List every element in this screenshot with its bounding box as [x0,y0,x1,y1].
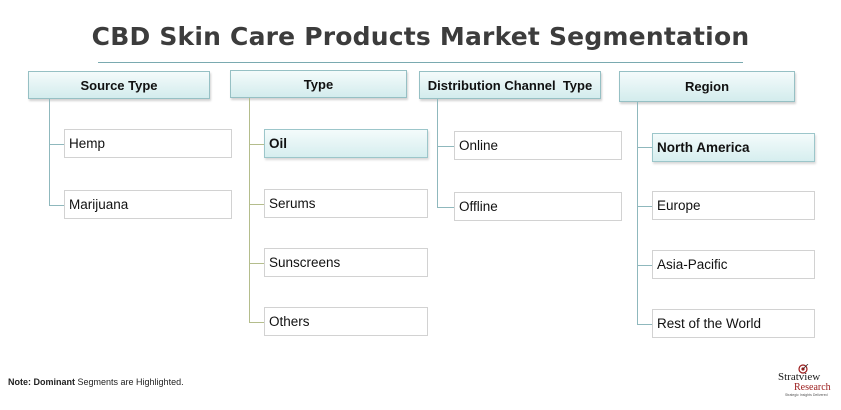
segment-others: Others [264,307,428,336]
segment-oil: Oil [264,129,428,158]
stratview-logo: Stratview Research Strategic Insights De… [778,364,838,404]
segment-offline: Offline [454,192,622,221]
header-distribution-channel-type: Distribution Channel Type [419,71,601,99]
header-source-type: Source Type [28,71,210,99]
branch-hemp [49,144,65,145]
branch-oil [249,144,265,145]
note-rest: Segments are Highlighted. [75,377,184,387]
branch-europe [637,206,653,207]
connector-source-type [49,99,50,205]
segment-asia-pacific: Asia-Pacific [652,250,815,279]
connector-region [637,102,638,324]
note-label: Note: [8,377,31,387]
branch-others [249,322,265,323]
note-dominant: Dominant [33,377,76,387]
footnote: Note: Dominant Segments are Highlighted. [8,377,184,387]
branch-rest-of-world [637,324,653,325]
branch-serums [249,204,265,205]
branch-sunscreens [249,263,265,264]
connector-distribution [437,99,438,207]
connector-type [249,98,250,323]
segment-north-america: North America [652,133,815,162]
logo-name: Stratview [778,371,821,383]
logo-tagline: Strategic Insights Delivered [785,393,828,397]
branch-online [437,146,455,147]
header-type: Type [230,70,407,98]
target-icon [798,364,809,374]
segment-serums: Serums [264,189,428,218]
logo-research: Research [794,382,831,393]
branch-asia-pacific [637,265,653,266]
segment-hemp: Hemp [64,129,232,158]
segment-online: Online [454,131,622,160]
segment-marijuana: Marijuana [64,190,232,219]
diagram-title: CBD Skin Care Products Market Segmentati… [91,22,750,51]
title-underline [98,62,743,63]
branch-marijuana [49,205,65,206]
segment-europe: Europe [652,191,815,220]
segment-sunscreens: Sunscreens [264,248,428,277]
branch-offline [437,207,455,208]
segment-rest-of-the-world: Rest of the World [652,309,815,338]
branch-north-america [637,147,653,148]
header-region: Region [619,71,795,102]
